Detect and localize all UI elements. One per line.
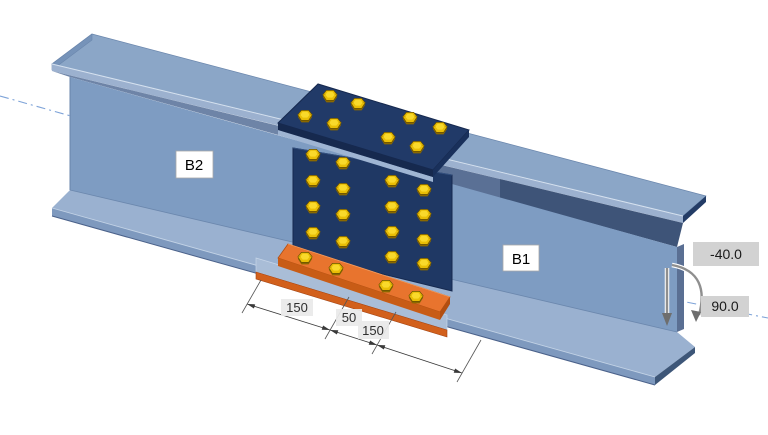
top-plate-right-end-face[interactable] <box>433 130 469 177</box>
bottom-splice-stack[interactable] <box>255 257 448 338</box>
svg-text:B2: B2 <box>185 157 203 174</box>
svg-text:-40.0: -40.0 <box>710 246 742 262</box>
bottom-flange-splice-plate[interactable] <box>277 243 451 320</box>
top-plate-underlay-strip <box>278 130 433 182</box>
dimension-label: 150 <box>281 299 313 316</box>
dimension-label: 150 <box>358 321 389 339</box>
svg-text:90.0: 90.0 <box>711 298 738 314</box>
top-plate-front-face[interactable] <box>278 123 433 177</box>
member-label-b2: B2 <box>175 150 214 179</box>
dimension-label: 50 <box>336 309 362 326</box>
load-label-moment: -40.0 <box>693 242 759 266</box>
rotation-arrow-icon <box>662 262 704 326</box>
svg-text:150: 150 <box>362 323 384 338</box>
bottom-plate-right-end-face[interactable] <box>440 297 450 320</box>
top-flange-underside[interactable] <box>52 71 300 141</box>
lower-cover-plate-edge[interactable] <box>255 271 448 338</box>
member-label-b1: B1 <box>502 244 540 272</box>
svg-text:150: 150 <box>286 300 308 315</box>
beam-web-right-end-face[interactable] <box>677 244 684 332</box>
bottom-plate-front-face[interactable] <box>278 258 440 320</box>
load-label-shear: 90.0 <box>701 296 749 317</box>
top-flange-right-end-cut[interactable] <box>683 196 706 223</box>
svg-text:B1: B1 <box>512 251 530 268</box>
dimension-annotations: 150 50 150 <box>241 279 482 383</box>
top-flange-underside[interactable] <box>500 179 683 247</box>
bottom-flange-right-end-cut[interactable] <box>655 347 695 385</box>
svg-text:50: 50 <box>342 310 356 325</box>
